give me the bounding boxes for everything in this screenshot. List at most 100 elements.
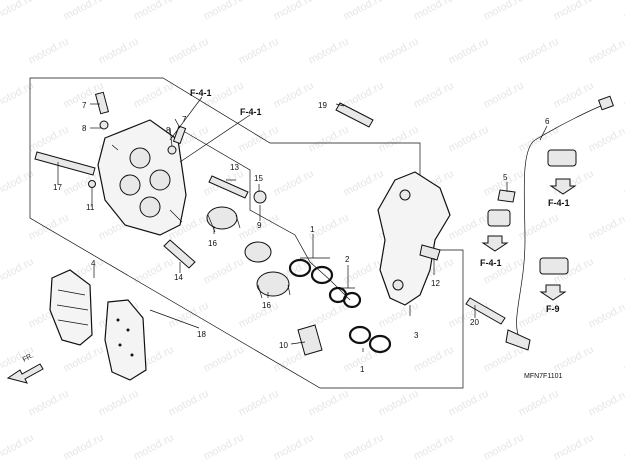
watermark-text: motod.ru (552, 432, 596, 463)
callout-4: 4 (91, 259, 96, 268)
watermark-text: motod.ru (447, 36, 491, 67)
watermark-text: motod.ru (552, 344, 596, 375)
watermark-text: motod.ru (272, 0, 316, 23)
pad-retainer-10 (297, 324, 323, 356)
watermark-text: motod.ru (62, 432, 106, 463)
callout-19: 19 (318, 101, 327, 110)
brake-pad-inner (104, 299, 147, 381)
watermark-text: motod.ru (132, 432, 176, 463)
watermark-text: motod.ru (482, 432, 526, 463)
watermark-text: motod.ru (517, 388, 561, 419)
callout-16-lower: 16 (262, 301, 271, 310)
watermark-text: motod.ru (447, 124, 491, 155)
piston-upper (206, 206, 241, 233)
seal-rings-lower (348, 325, 392, 354)
watermark-text: motod.ru (342, 0, 386, 23)
watermark-text: motod.ru (0, 256, 36, 287)
watermark-text: motod.ru (272, 432, 316, 463)
caliper-body (97, 119, 187, 236)
bleeder-screw-left (94, 91, 110, 130)
watermark-text: motod.ru (202, 432, 246, 463)
watermark-text: motod.ru (377, 124, 421, 155)
watermark-text: motod.ru (132, 256, 176, 287)
watermark-text: motod.ru (167, 388, 211, 419)
watermark-text: motod.ru (587, 212, 625, 243)
callout-8-left: 8 (82, 124, 87, 133)
watermark-text: motod.ru (202, 344, 246, 375)
callout-7-left: 7 (82, 101, 87, 110)
watermark-text: motod.ru (27, 388, 71, 419)
watermark-text: motod.ru (97, 388, 141, 419)
watermark-text: motod.ru (237, 300, 281, 331)
callout-10: 10 (279, 341, 288, 350)
watermark-text: motod.ru (132, 80, 176, 111)
callout-1-upper: 1 (310, 225, 315, 234)
watermark-text: motod.ru (412, 0, 456, 23)
callout-14: 14 (174, 273, 183, 282)
watermark-text: motod.ru (342, 432, 386, 463)
callout-18: 18 (197, 330, 206, 339)
watermark-text: motod.ru (307, 124, 351, 155)
watermark-text: motod.ru (587, 124, 625, 155)
ref-f41-top: F-4-1 (190, 88, 212, 98)
pad-spring-12 (419, 244, 441, 261)
watermark-text: motod.ru (377, 300, 421, 331)
watermark-text: motod.ru (27, 124, 71, 155)
watermark-text: motod.ru (132, 0, 176, 23)
watermark-text: motod.ru (447, 388, 491, 419)
callout-12: 12 (431, 279, 440, 288)
ref-arrow-right (549, 178, 577, 195)
brake-pad-outer (49, 269, 93, 346)
watermark-text: motod.ru (482, 0, 526, 23)
ref-arrow-lower (481, 235, 509, 252)
bolt-14 (163, 239, 196, 269)
watermark-text: motod.ru (412, 344, 456, 375)
watermark-text: motod.ru (307, 388, 351, 419)
watermark-text: motod.ru (62, 0, 106, 23)
watermark-text: motod.ru (482, 80, 526, 111)
watermark-text: motod.ru (552, 0, 596, 23)
watermark-text: motod.ru (412, 80, 456, 111)
sensor-bolt-20 (465, 297, 506, 325)
callout-6: 6 (545, 117, 550, 126)
callout-16-upper: 16 (208, 239, 217, 248)
ref-f9: F-9 (546, 304, 560, 314)
ref-f41-mid: F-4-1 (240, 107, 262, 117)
watermark-text: motod.ru (447, 212, 491, 243)
callout-5: 5 (503, 173, 508, 182)
assembly-boundary (29, 77, 464, 389)
front-arrow (6, 363, 44, 384)
watermark-text: motod.ru (517, 212, 561, 243)
watermark-text: motod.ru (342, 80, 386, 111)
watermark-text: motod.ru (622, 0, 625, 23)
watermark-text: motod.ru (587, 388, 625, 419)
watermark-text: motod.ru (517, 36, 561, 67)
callout-7-right: 7 (182, 115, 187, 124)
piston-lower (256, 271, 291, 299)
watermark-text: motod.ru (27, 36, 71, 67)
callout-1-lower: 1 (360, 365, 365, 374)
callout-3: 3 (414, 331, 419, 340)
watermark-text: motod.ru (0, 0, 36, 23)
watermark-text: motod.ru (377, 36, 421, 67)
watermark-text: motod.ru (167, 36, 211, 67)
mounting-bolt-19 (335, 102, 374, 128)
leader-lines (57, 96, 548, 352)
watermark-text: motod.ru (237, 124, 281, 155)
watermark-text: motod.ru (272, 80, 316, 111)
watermark-text: motod.ru (97, 36, 141, 67)
watermark-text: motod.ru (552, 80, 596, 111)
ref-f41-lower: F-4-1 (480, 258, 502, 268)
watermark-text: motod.ru (237, 388, 281, 419)
watermark-text: motod.ru (272, 168, 316, 199)
callout-13: 13 (230, 163, 239, 172)
watermark-text: motod.ru (307, 36, 351, 67)
watermark-text: motod.ru (0, 432, 36, 463)
piston-middle (244, 241, 272, 263)
watermark-text: motod.ru (202, 0, 246, 23)
watermark-text: motod.ru (202, 256, 246, 287)
watermark-text: motod.ru (62, 344, 106, 375)
slide-pin-13 (208, 175, 249, 199)
callout-17: 17 (53, 183, 62, 192)
